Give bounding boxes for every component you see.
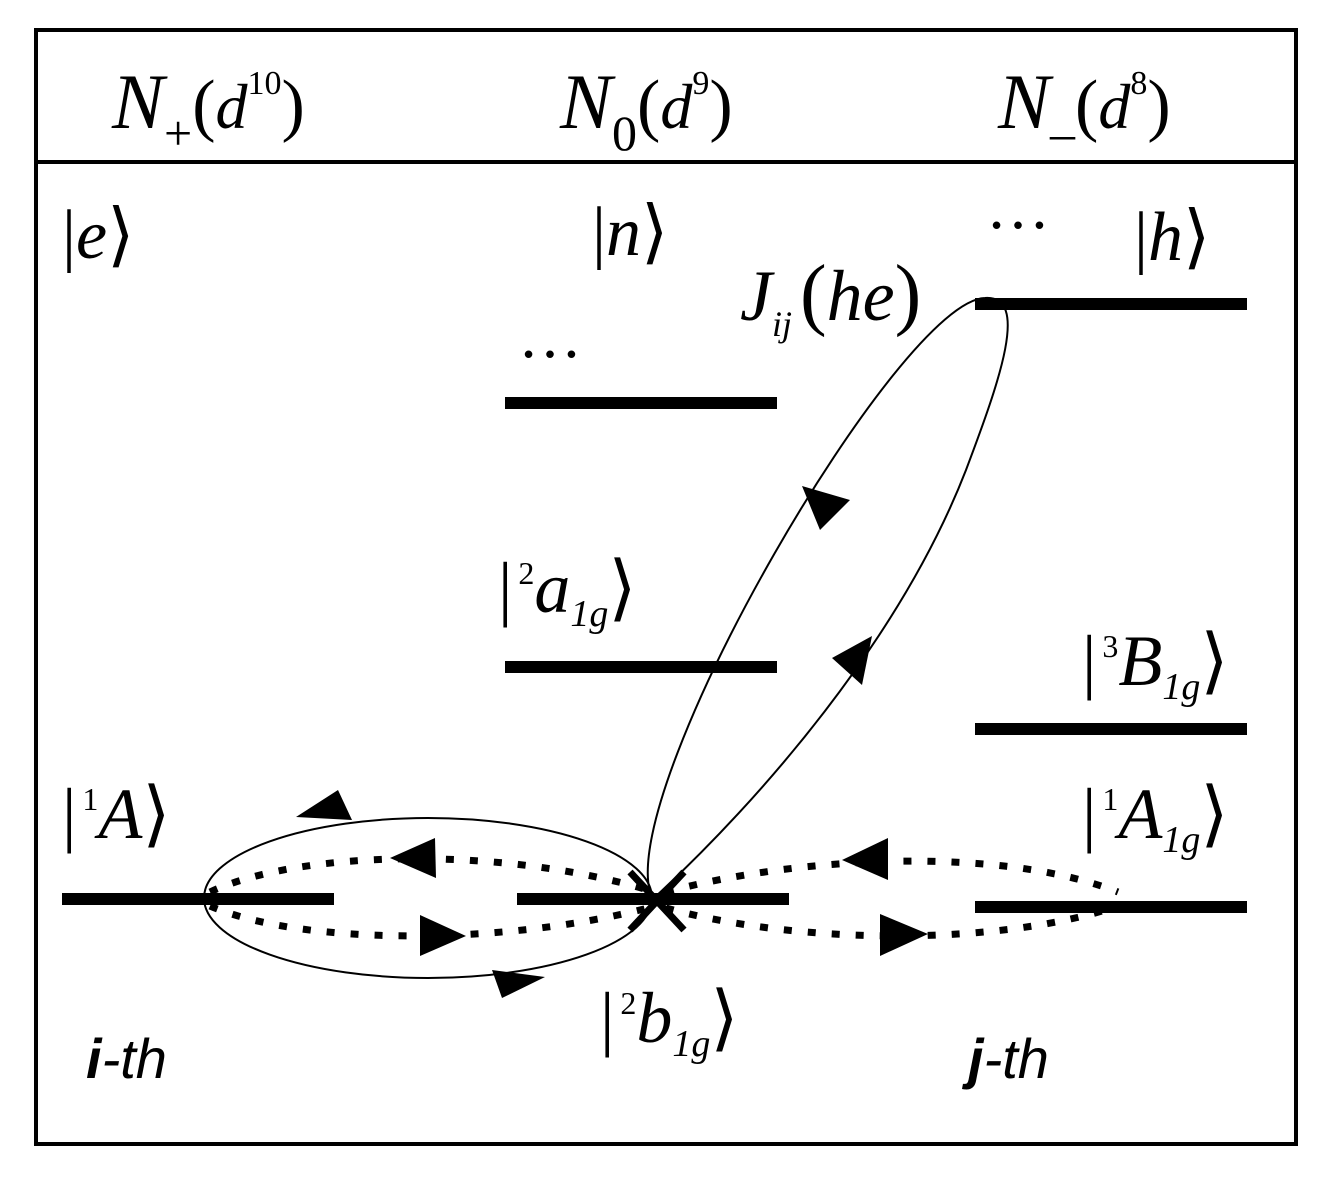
arrow-tilted-up	[832, 636, 872, 685]
arrow-left-dotted-bottom	[420, 915, 466, 956]
left-loop-ellipse	[203, 817, 653, 979]
dots-top-right: …	[986, 171, 1050, 242]
ket-A: |1A⟩	[62, 774, 171, 854]
ket-a1g: |2a1g⟩	[498, 548, 637, 635]
tilted-loop-outer	[646, 296, 1009, 899]
arrow-left-loop-top	[296, 790, 352, 820]
site-label-j: j-th	[961, 1027, 1049, 1090]
ket-A1g: |1A1g⟩	[1082, 774, 1229, 861]
ground-state-cross	[627, 869, 687, 933]
header-left: N+(d10)	[111, 58, 305, 161]
arrow-left-dotted-top	[390, 838, 436, 878]
arrow-tilted-down	[802, 486, 850, 530]
outer-frame	[34, 28, 1298, 1146]
header-mid: N0(d9)	[559, 58, 733, 161]
arrow-right-dotted-top	[842, 838, 888, 880]
right-dotted-path-top	[665, 857, 1120, 896]
ket-e: |e⟩	[62, 197, 134, 274]
header-right: N–(d8)	[997, 58, 1171, 161]
dots-mid-upper: …	[518, 300, 582, 371]
site-label-i: i-th	[86, 1027, 167, 1090]
coupling-label: Jij(he)	[740, 250, 921, 344]
arrow-right-dotted-bottom	[880, 914, 928, 956]
arrow-left-loop-bottom	[492, 970, 545, 998]
ket-B1g: |3B1g⟩	[1082, 621, 1229, 708]
ket-h: |h⟩	[1134, 199, 1210, 276]
ket-n: |n⟩	[592, 194, 668, 271]
ket-b1g: |2b1g⟩	[600, 978, 739, 1065]
